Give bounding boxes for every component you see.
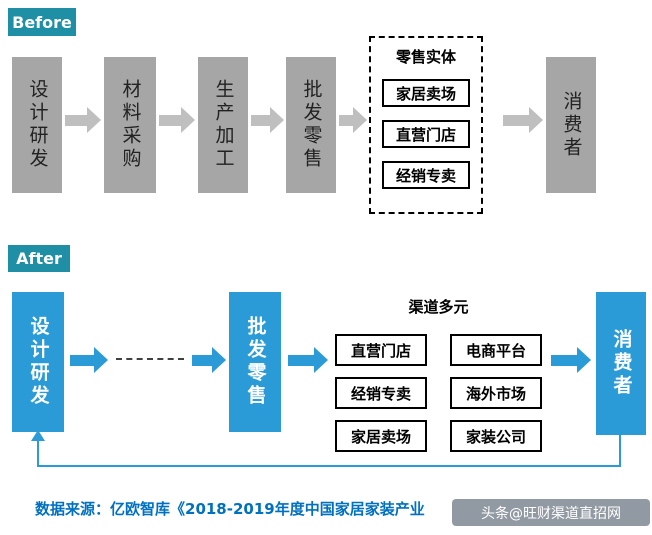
- feedback-line-right: [619, 435, 621, 467]
- channel-ecommerce: 电商平台: [450, 334, 542, 366]
- channel-home-mall: 家居卖场: [335, 420, 427, 452]
- arrow-right-icon: [288, 347, 328, 373]
- arrow-right-icon: [503, 107, 543, 133]
- after-label: After: [8, 245, 70, 272]
- arrow-shaft: [503, 114, 529, 126]
- retail-item-home-mall: 家居卖场: [382, 79, 470, 107]
- arrow-shaft: [251, 114, 270, 126]
- before-node-design: 设计研发: [12, 57, 62, 193]
- before-node-consumer-text: 消费者: [560, 90, 583, 160]
- after-node-wholesale-text: 批发零售: [244, 316, 267, 408]
- arrow-shaft: [65, 114, 87, 126]
- after-node-design-text: 设计研发: [27, 316, 50, 408]
- feedback-line-bottom: [37, 465, 621, 467]
- watermark-badge: 头条@旺财渠道直招网: [452, 499, 650, 526]
- after-node-consumer: 消费者: [596, 292, 646, 435]
- arrow-right-icon: [65, 107, 101, 133]
- arrow-right-icon: [192, 347, 226, 373]
- skipped-steps-dashed-line: [116, 358, 184, 360]
- before-node-material-text: 材料采购: [119, 79, 142, 171]
- before-node-wholesale: 批发零售: [286, 57, 336, 193]
- arrow-shaft: [288, 354, 314, 366]
- arrow-shaft: [192, 354, 212, 366]
- arrow-head: [87, 107, 101, 133]
- after-node-wholesale: 批发零售: [229, 292, 281, 432]
- retail-item-direct-store: 直营门店: [382, 120, 470, 148]
- arrow-shaft: [159, 114, 181, 126]
- after-node-consumer-text: 消费者: [610, 329, 633, 398]
- before-node-production-text: 生产加工: [212, 79, 235, 171]
- channel-direct-store: 直营门店: [335, 334, 427, 366]
- feedback-line-left: [37, 440, 39, 467]
- arrow-head: [353, 107, 367, 133]
- before-node-wholesale-text: 批发零售: [300, 79, 323, 171]
- channels-title: 渠道多元: [408, 298, 469, 316]
- arrow-shaft: [551, 354, 577, 366]
- arrow-right-icon: [339, 107, 367, 133]
- feedback-arrow-up-icon: [31, 430, 45, 441]
- data-source-text: 数据来源：亿欧智库《2018-2019年度中国家居家装产业: [35, 500, 425, 518]
- arrow-head: [212, 347, 226, 373]
- before-node-production: 生产加工: [198, 57, 248, 193]
- channel-overseas: 海外市场: [450, 377, 542, 409]
- arrow-right-icon: [551, 347, 591, 373]
- channel-home-decoration: 家装公司: [450, 420, 542, 452]
- arrow-shaft: [339, 114, 353, 126]
- retail-entity-group: 零售实体 家居卖场 直营门店 经销专卖: [369, 36, 483, 214]
- before-label: Before: [8, 8, 76, 36]
- retail-item-dealer: 经销专卖: [382, 161, 470, 189]
- arrow-head: [270, 107, 284, 133]
- arrow-head: [181, 107, 195, 133]
- arrow-right-icon: [70, 347, 108, 373]
- arrow-head: [94, 347, 108, 373]
- arrow-right-icon: [159, 107, 195, 133]
- after-node-design: 设计研发: [12, 292, 64, 432]
- before-node-material: 材料采购: [104, 57, 156, 193]
- channel-dealer: 经销专卖: [335, 377, 427, 409]
- before-node-consumer: 消费者: [546, 57, 596, 193]
- arrow-right-icon: [251, 107, 284, 133]
- arrow-head: [314, 347, 328, 373]
- retail-entity-title: 零售实体: [395, 48, 456, 66]
- arrow-shaft: [70, 354, 94, 366]
- before-node-design-text: 设计研发: [26, 79, 49, 171]
- arrow-head: [577, 347, 591, 373]
- arrow-head: [529, 107, 543, 133]
